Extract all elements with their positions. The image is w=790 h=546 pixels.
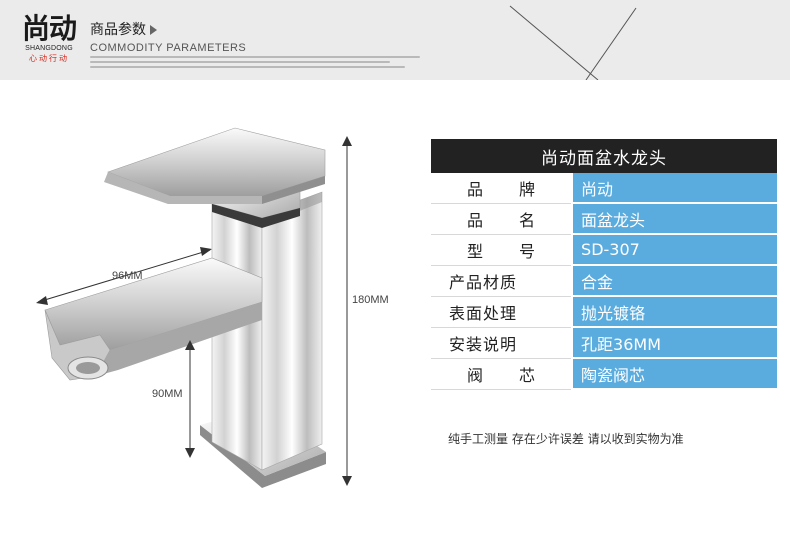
spec-key-material: 产品材质 (449, 272, 518, 292)
spec-key-char: 牌 (519, 179, 536, 199)
spec-row-model: 型号 SD-307 (431, 234, 777, 266)
spec-table: 尚动面盆水龙头 品牌 尚动 品名 面盆龙头 型号 SD-307 产品材质 合金 … (431, 139, 777, 390)
spec-table-title: 尚动面盆水龙头 (431, 139, 777, 173)
spec-key-char: 型 (467, 241, 484, 261)
spec-key-char: 芯 (519, 365, 536, 385)
brand-name-en: SHANGDONG (25, 45, 73, 52)
spec-key-valve-core: 阀芯 (431, 362, 571, 386)
product-drawing: 96MM 90MM 180MM (0, 80, 400, 514)
section-title: 商品参数 (90, 19, 157, 39)
spec-key-char: 品 (467, 179, 484, 199)
spec-key-product-name: 品名 (431, 207, 571, 231)
spec-row-material: 产品材质 合金 (431, 265, 777, 297)
brand-logo: 尚动 SHANGDONG 心动行动 (18, 14, 80, 64)
spec-value-model: SD-307 (571, 234, 777, 266)
section-title-text: 商品参数 (90, 22, 146, 38)
spec-key-char: 名 (519, 210, 536, 230)
spec-key-char: 号 (519, 241, 536, 261)
spec-value-brand: 尚动 (571, 173, 777, 204)
spec-key-char: 阀 (467, 365, 484, 385)
spec-row-valve-core: 阀芯 陶瓷阀芯 (431, 358, 777, 390)
spec-key-installation: 安装说明 (449, 334, 518, 354)
spec-value-finish: 抛光镀铬 (571, 296, 777, 328)
dimension-spout-length: 96MM (112, 270, 143, 282)
spec-row-finish: 表面处理 抛光镀铬 (431, 296, 777, 328)
brand-slogan: 心动行动 (29, 54, 69, 63)
fine-print-decor (90, 56, 420, 71)
spec-value-installation: 孔距36MM (571, 327, 777, 359)
header-banner: 尚动 SHANGDONG 心动行动 商品参数 COMMODITY PARAMET… (0, 0, 790, 80)
faucet-image (36, 127, 352, 488)
dimension-total-height: 180MM (352, 294, 389, 306)
spec-value-material: 合金 (571, 265, 777, 297)
spec-value-valve-core: 陶瓷阀芯 (571, 358, 777, 390)
spec-value-product-name: 面盆龙头 (571, 203, 777, 235)
spec-key-finish: 表面处理 (449, 303, 518, 323)
section-title-en: COMMODITY PARAMETERS (90, 42, 247, 54)
header-decor-lines (509, 5, 637, 80)
spec-key-model: 型号 (431, 238, 571, 262)
spec-row-installation: 安装说明 孔距36MM (431, 327, 777, 359)
measurement-note: 纯手工测量 存在少许误差 请以收到实物为准 (448, 432, 684, 446)
spec-row-brand: 品牌 尚动 (431, 173, 777, 204)
spec-table-header: 尚动面盆水龙头 (431, 139, 777, 173)
spec-key-char: 品 (467, 210, 484, 230)
brand-name-cn: 尚动 (21, 12, 77, 45)
play-arrow-icon (150, 25, 157, 35)
spec-key-brand: 品牌 (431, 176, 571, 200)
spec-row-product-name: 品名 面盆龙头 (431, 203, 777, 235)
dimension-spout-height: 90MM (152, 388, 183, 400)
